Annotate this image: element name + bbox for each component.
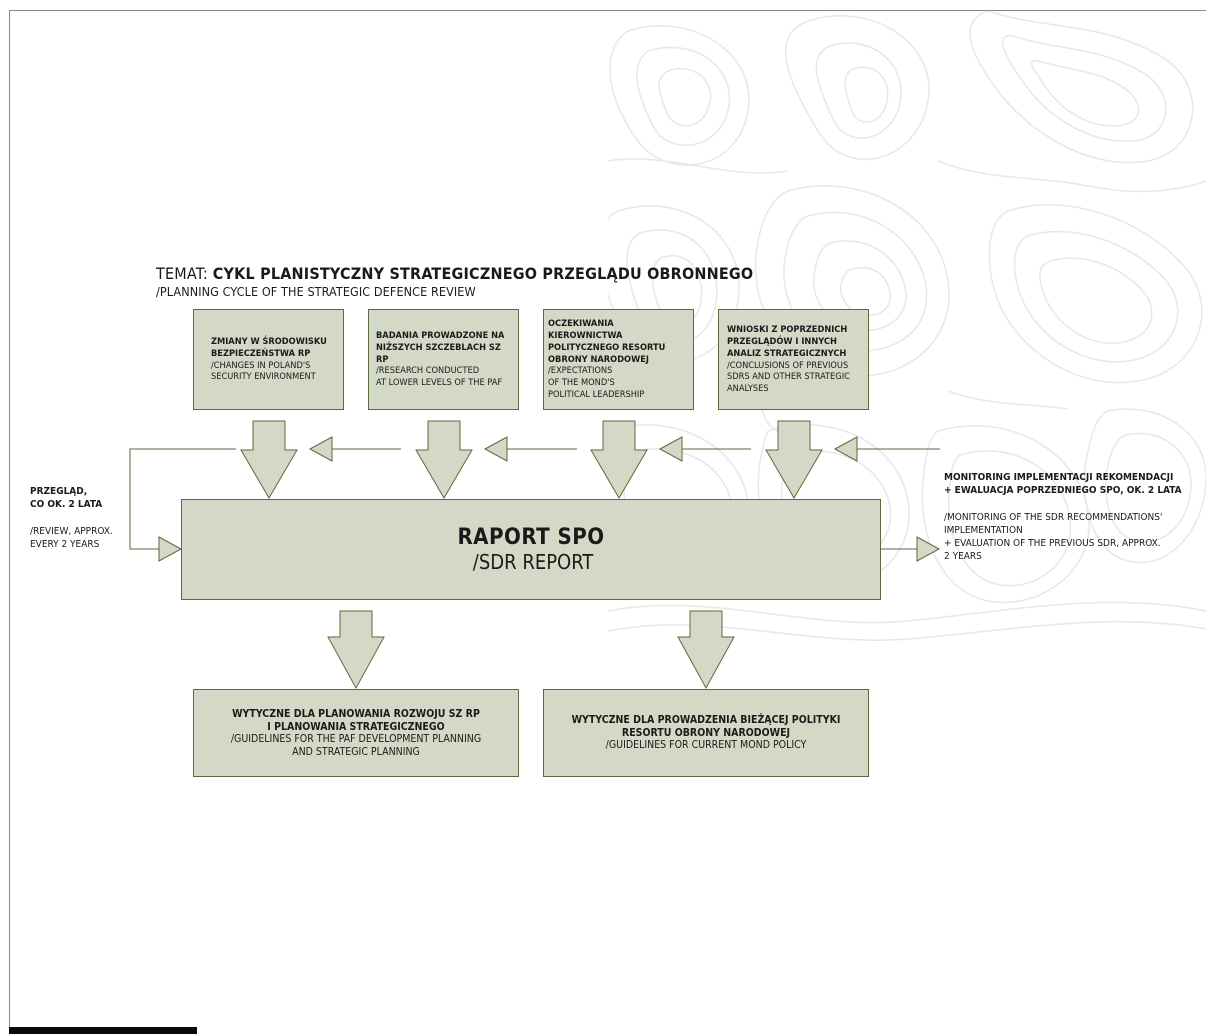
output-box-pl-label: WYTYCZNE DLA PROWADZENIA BIEŻĄCEJ POLITY… (571, 714, 841, 739)
input-box-en-label: /CHANGES IN POLAND'S SECURITY ENVIRONMEN… (211, 359, 316, 383)
input-box-pl-label: ZMIANY W ŚRODOWISKU BEZPIECZEŃSTWA RP (211, 335, 327, 359)
output-box-en-label: /GUIDELINES FOR CURRENT MOND POLICY (605, 739, 807, 752)
sdr-report-box: RAPORT SPO /SDR REPORT (181, 499, 881, 600)
input-box-pl-label: BADANIA PROWADZONE NA NIŻSZYCH SZCZEBLAC… (376, 330, 505, 365)
monitoring-pl: MONITORING IMPLEMENTACJI REKOMENDACJI + … (944, 472, 1182, 497)
title-main: CYKL PLANISTYCZNY STRATEGICZNEGO PRZEGLĄ… (212, 264, 754, 283)
review-cycle-label: PRZEGLĄD, CO OK. 2 LATA /REVIEW, APPROX.… (30, 472, 113, 564)
input-box-security-environment: ZMIANY W ŚRODOWISKU BEZPIECZEŃSTWA RP /C… (193, 309, 344, 410)
title-prefix: TEMAT: (156, 264, 213, 283)
input-box-pl-label: WNIOSKI Z POPRZEDNICH PRZEGLĄDÓW I INNYC… (727, 324, 848, 359)
monitoring-en: /MONITORING OF THE SDR RECOMMENDATIONS' … (944, 511, 1163, 563)
output-box-pl-label: WYTYCZNE DLA PLANOWANIA ROZWOJU SZ RP I … (232, 708, 480, 733)
output-box-paf-guidelines: WYTYCZNE DLA PLANOWANIA ROZWOJU SZ RP I … (193, 689, 519, 777)
monitoring-label: MONITORING IMPLEMENTACJI REKOMENDACJI + … (944, 458, 1206, 577)
input-box-en-label: /CONCLUSIONS OF PREVIOUS SDRS AND OTHER … (727, 359, 850, 395)
input-box-en-label: /EXPECTATIONS OF THE MOND'S POLITICAL LE… (548, 365, 645, 400)
output-box-en-label: /GUIDELINES FOR THE PAF DEVELOPMENT PLAN… (230, 733, 482, 758)
page-frame (9, 10, 1206, 1034)
diagram-subtitle: /PLANNING CYCLE OF THE STRATEGIC DEFENCE… (156, 284, 476, 299)
report-subtitle: /SDR REPORT (472, 549, 594, 574)
input-box-leadership-expectations: OCZEKIWANIA KIEROWNICTWA POLITYCZNEGO RE… (543, 309, 694, 410)
input-box-lower-level-research: BADANIA PROWADZONE NA NIŻSZYCH SZCZEBLAC… (368, 309, 519, 410)
footer-bar (9, 1027, 197, 1034)
report-title: RAPORT SPO (457, 524, 605, 550)
input-box-pl-label: OCZEKIWANIA KIEROWNICTWA POLITYCZNEGO RE… (548, 318, 666, 365)
input-box-previous-conclusions: WNIOSKI Z POPRZEDNICH PRZEGLĄDÓW I INNYC… (718, 309, 869, 410)
diagram-title: TEMAT: CYKL PLANISTYCZNY STRATEGICZNEGO … (156, 264, 753, 283)
input-box-en-label: /RESEARCH CONDUCTED AT LOWER LEVELS OF T… (376, 365, 503, 389)
review-cycle-en: /REVIEW, APPROX. EVERY 2 YEARS (30, 525, 113, 551)
review-cycle-pl: PRZEGLĄD, CO OK. 2 LATA (30, 486, 103, 511)
output-box-mond-policy: WYTYCZNE DLA PROWADZENIA BIEŻĄCEJ POLITY… (543, 689, 869, 777)
